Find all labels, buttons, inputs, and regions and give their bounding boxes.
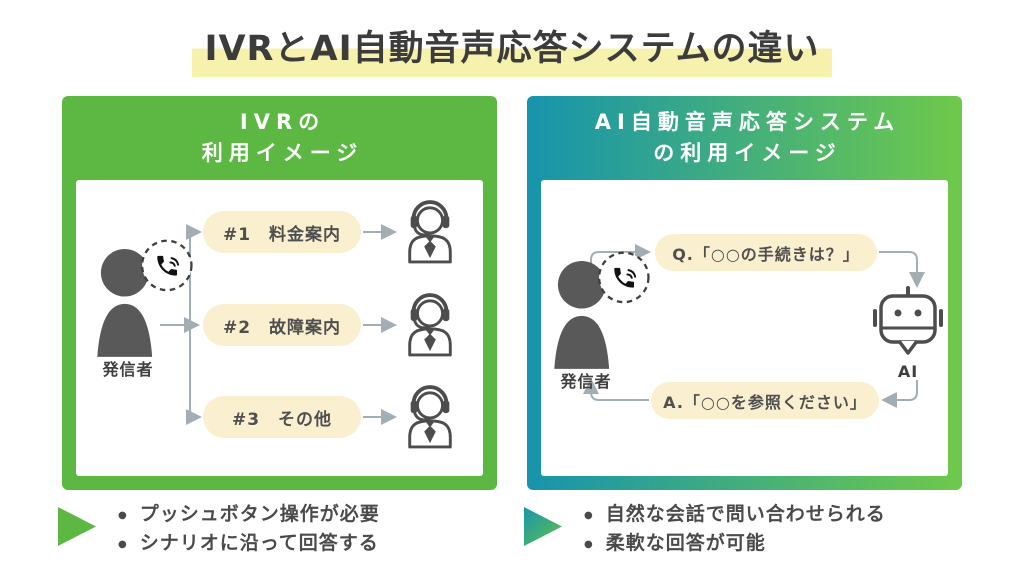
operator-headset-icon: [407, 200, 453, 264]
flow-arrows: [583, 244, 925, 408]
ai-panel-header: AI自動音声応答システム の利用イメージ: [527, 96, 962, 180]
ivr-takeaway-item: シナリオに沿って回答する: [118, 529, 380, 558]
ai-takeaway-list: 自然な会話で問い合わせられる 柔軟な回答が可能: [584, 500, 886, 559]
ai-takeaway-item: 自然な会話で問い合わせられる: [584, 500, 886, 529]
ai-takeaway-arrow-icon: [524, 507, 562, 546]
caller-label: 発信者: [560, 372, 612, 391]
question-pill: Q.「○○の手続きは？」: [655, 234, 877, 271]
operator-headset-icon: [407, 385, 453, 449]
operator-headset-icon: [407, 293, 453, 357]
ivr-diagram-area: 発信者 #1 料金案内 #2 故障案内 #3 その他: [76, 180, 483, 476]
ai-robot-icon: [873, 286, 943, 355]
ivr-header-line2: 利用イメージ: [201, 141, 364, 165]
ai-takeaway-item: 柔軟な回答が可能: [584, 529, 886, 558]
ivr-header-line1: IVRの: [239, 109, 326, 134]
person-silhouette-icon: [96, 239, 193, 359]
caller-label: 発信者: [102, 360, 154, 379]
ivr-takeaway-item: プッシュボタン操作が必要: [118, 500, 380, 529]
ivr-option-2: #2 故障案内: [203, 304, 361, 346]
person-silhouette-icon: [553, 251, 650, 371]
ai-diagram-area: 発信者 Q.「○○の手続きは？」 A.「○○を参照ください」 AI: [541, 180, 948, 476]
page-title: IVRとAI自動音声応答システムの違い: [192, 18, 832, 77]
flow-arrows: [160, 224, 397, 425]
page-title-wrap: IVRとAI自動音声応答システムの違い: [0, 18, 1024, 77]
ai-label: AI: [897, 362, 919, 381]
ivr-takeaway-list: プッシュボタン操作が必要 シナリオに沿って回答する: [118, 500, 380, 559]
ivr-option-3: #3 その他: [203, 396, 361, 438]
ai-header-line1: AI自動音声応答システム: [594, 109, 901, 134]
ivr-panel: IVRの 利用イメージ 発信者 #1 料金案内 #2 故障案内 #3 その他: [62, 96, 497, 490]
ivr-option-1: #1 料金案内: [203, 211, 361, 253]
ivr-takeaway-arrow-icon: [58, 507, 96, 546]
answer-pill: A.「○○を参照ください」: [651, 382, 879, 419]
ai-panel: AI自動音声応答システム の利用イメージ 発信者 Q.「○○の手続きは？」 A.…: [527, 96, 962, 490]
ivr-panel-header: IVRの 利用イメージ: [62, 96, 497, 180]
ai-header-line2: の利用イメージ: [653, 141, 842, 165]
